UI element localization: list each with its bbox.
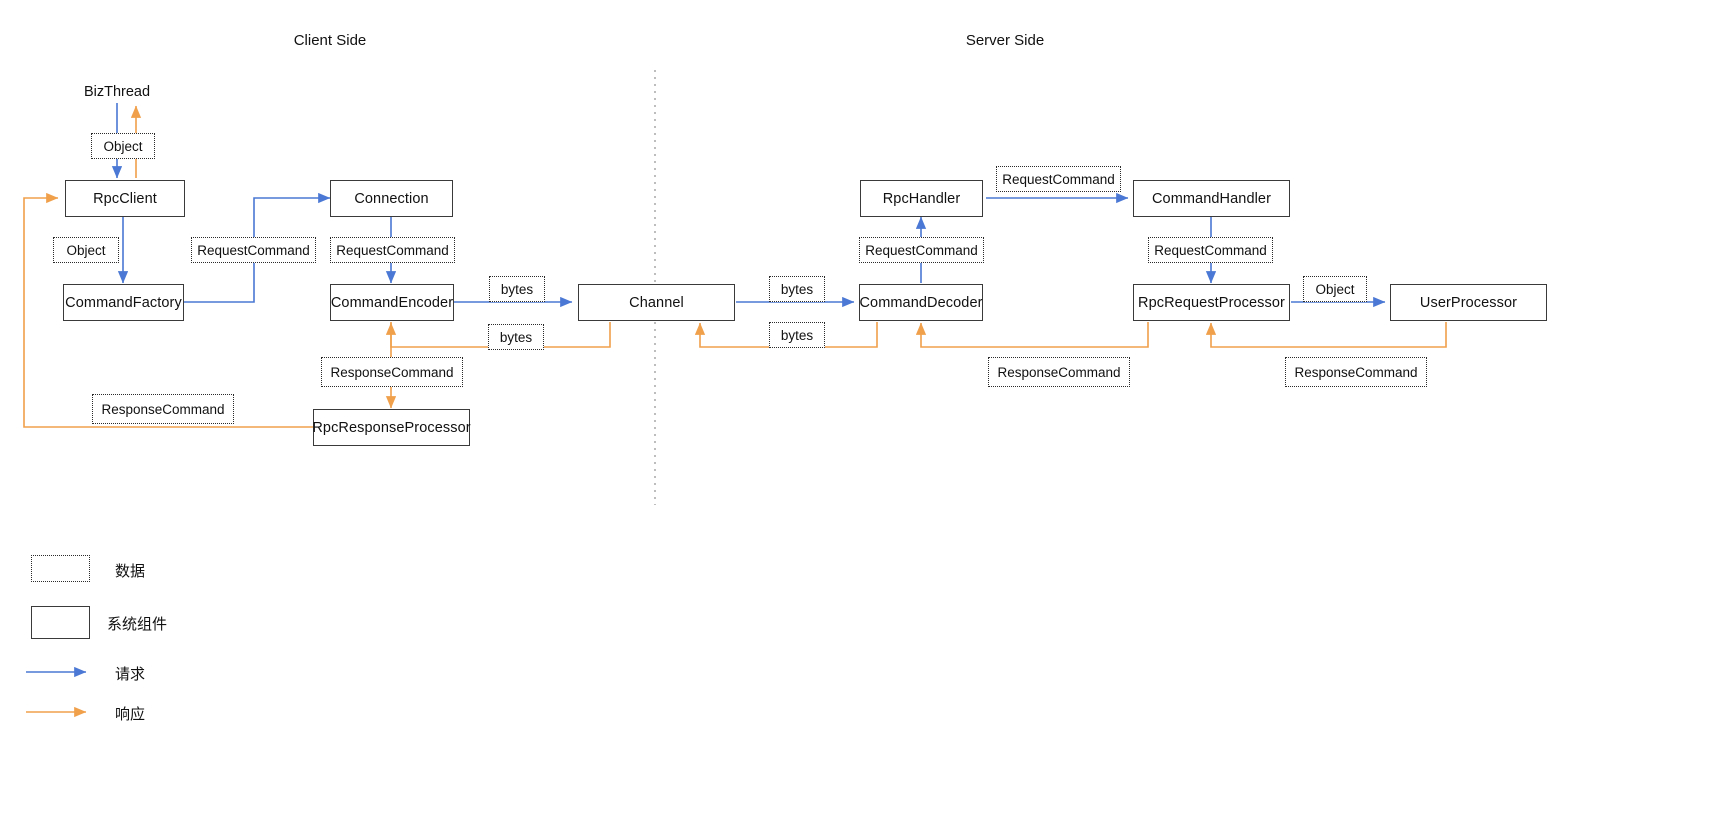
data-bytes-decoder-out: bytes	[769, 322, 825, 348]
data-requestcommand-decoder: RequestCommand	[859, 237, 984, 263]
legend-label-request: 请求	[115, 666, 146, 683]
node-rpcresponseprocessor[interactable]: RpcResponseProcessor	[312, 409, 471, 446]
data-requestcommand-connection: RequestCommand	[330, 237, 455, 263]
data-object-bizthread: Object	[91, 133, 155, 159]
client-side-title: Client Side	[293, 32, 367, 49]
node-commandhandler[interactable]: CommandHandler	[1133, 180, 1290, 217]
node-userprocessor[interactable]: UserProcessor	[1390, 284, 1547, 321]
node-commandencoder[interactable]: CommandEncoder	[330, 284, 454, 321]
data-object-userprocessor: Object	[1303, 276, 1367, 302]
node-connection[interactable]: Connection	[330, 180, 453, 217]
data-requestcommand-factory: RequestCommand	[191, 237, 316, 263]
data-requestcommand-cmdhandler: RequestCommand	[1148, 237, 1273, 263]
data-requestcommand-rpchandler: RequestCommand	[996, 166, 1121, 192]
legend-label-response: 响应	[115, 706, 146, 723]
legend-label-data: 数据	[115, 563, 146, 580]
legend-swatch-data	[31, 555, 90, 582]
data-responsecommand-userprocessor: ResponseCommand	[1285, 357, 1427, 387]
data-responsecommand-encoder: ResponseCommand	[321, 357, 463, 387]
node-channel[interactable]: Channel	[578, 284, 735, 321]
legend-label-component: 系统组件	[107, 616, 168, 633]
node-rpcclient[interactable]: RpcClient	[65, 180, 185, 217]
node-rpcrequestprocessor[interactable]: RpcRequestProcessor	[1133, 284, 1290, 321]
legend-swatch-component	[31, 606, 90, 639]
data-bytes-encoder-in: bytes	[488, 324, 544, 350]
node-commandfactory[interactable]: CommandFactory	[63, 284, 184, 321]
data-bytes-decoder-in: bytes	[769, 276, 825, 302]
response-path	[23, 105, 1447, 428]
node-bizthread: BizThread	[83, 84, 151, 100]
data-responsecommand-decoder: ResponseCommand	[988, 357, 1130, 387]
data-responsecommand-client: ResponseCommand	[92, 394, 234, 424]
node-rpchandler[interactable]: RpcHandler	[860, 180, 983, 217]
server-side-title: Server Side	[965, 32, 1045, 49]
data-bytes-encoder-out: bytes	[489, 276, 545, 302]
node-commanddecoder[interactable]: CommandDecoder	[859, 284, 983, 321]
data-object-rpcclient: Object	[53, 237, 119, 263]
